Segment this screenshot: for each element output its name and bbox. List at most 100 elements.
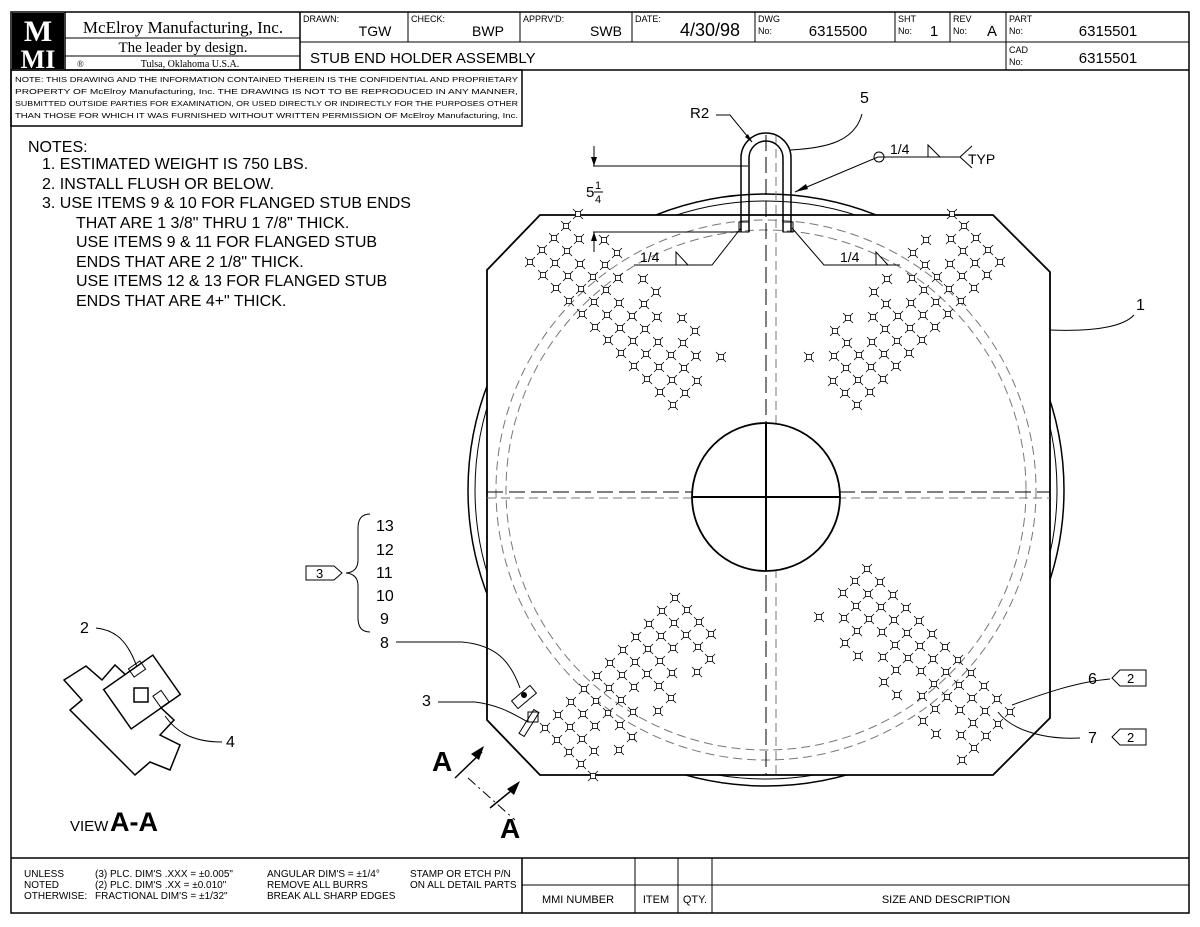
confidential-line-3: SUBMITTED OUTSIDE PARTIES FOR EXAMINATIO… xyxy=(15,99,518,108)
bolt-hole-mark xyxy=(968,282,980,294)
date-value: 4/30/98 xyxy=(680,20,740,40)
bolt-hole-mark xyxy=(944,258,956,270)
bolt-hole-mark xyxy=(578,683,590,695)
note-flag xyxy=(305,565,343,581)
bolt-hole-mark xyxy=(842,312,854,324)
bolt-hole-mark xyxy=(918,284,930,296)
dim-arrow-top xyxy=(591,157,597,166)
item-7-label: 7 xyxy=(1088,730,1097,747)
bolt-hole-mark xyxy=(666,374,678,386)
bolt-hole-mark xyxy=(919,259,931,271)
bolt-hole-mark xyxy=(888,614,900,626)
bolt-hole-mark xyxy=(681,604,693,616)
bolt-hole-mark xyxy=(931,271,943,283)
bolt-hole-mark xyxy=(945,233,957,245)
part-number: 6315501 xyxy=(1079,23,1137,40)
column-mmi-number: MMI NUMBER xyxy=(542,894,614,906)
bolt-hole-mark xyxy=(678,362,690,374)
radius-leader xyxy=(716,114,753,143)
dim-arrow-bottom xyxy=(591,232,597,241)
item-3-label: 3 xyxy=(422,693,431,710)
section-label-bottom: A xyxy=(500,813,520,844)
bolt-hole-mark xyxy=(887,589,899,601)
item-6-flag-number: 2 xyxy=(1127,671,1134,686)
items-brace xyxy=(345,513,371,633)
bolt-hole-mark xyxy=(965,667,977,679)
bolt-hole-mark xyxy=(852,374,864,386)
bolt-hole-mark xyxy=(881,273,893,285)
bolt-hole-mark xyxy=(655,630,667,642)
bolt-hole-mark xyxy=(652,705,664,717)
bolt-hole-mark xyxy=(890,360,902,372)
bolt-hole-mark xyxy=(603,682,615,694)
company-location: Tulsa, Oklahoma U.S.A. xyxy=(141,59,240,70)
part-no-label: No: xyxy=(1009,26,1023,36)
bolt-hole-mark xyxy=(628,360,640,372)
bolt-hole-mark xyxy=(577,708,589,720)
bolt-hole-mark xyxy=(564,721,576,733)
bolt-hole-mark xyxy=(630,631,642,643)
bolt-hole-mark xyxy=(549,257,561,269)
bolt-hole-mark xyxy=(565,696,577,708)
radius-arrowhead xyxy=(745,134,752,142)
dim-fraction-den: 4 xyxy=(595,194,601,206)
bolt-hole-mark xyxy=(929,321,941,333)
item-5-leader xyxy=(789,113,863,151)
break-edges-note: BREAK ALL SHARP EDGES xyxy=(267,891,396,902)
bolt-hole-mark xyxy=(942,308,954,320)
bolt-hole-mark xyxy=(851,625,863,637)
weld-typical-note: TYP xyxy=(968,151,995,167)
column-item: ITEM xyxy=(643,894,669,906)
bolt-hole-mark xyxy=(864,386,876,398)
weld-leader-left xyxy=(634,227,742,266)
section-upper-nub xyxy=(127,660,147,678)
assembly-plan-view xyxy=(467,132,1065,787)
item-4-label: 4 xyxy=(226,734,235,751)
bolt-hole-mark xyxy=(615,347,627,359)
dwg-number: 6315500 xyxy=(809,23,867,40)
item-7-leader xyxy=(997,711,1081,739)
bolt-hole-mark xyxy=(955,295,967,307)
bolt-hole-mark xyxy=(627,706,639,718)
item-2-leader xyxy=(95,627,139,671)
bolt-hole-mark xyxy=(853,349,865,361)
bolt-hole-mark xyxy=(591,670,603,682)
bolt-hole-mark xyxy=(891,335,903,347)
bolt-hole-mark xyxy=(878,348,890,360)
bolt-hole-mark xyxy=(643,618,655,630)
section-side-nub xyxy=(152,689,170,709)
bolt-hole-mark xyxy=(613,744,625,756)
bolt-hole-mark xyxy=(560,220,572,232)
drawn-label: DRAWN: xyxy=(303,14,339,24)
bolt-hole-mark xyxy=(930,296,942,308)
bolt-hole-mark xyxy=(875,601,887,613)
bolt-hole-mark xyxy=(813,611,825,623)
bolt-hole-mark xyxy=(953,679,965,691)
confidential-note-box xyxy=(10,69,523,127)
note-line-4: THAT ARE 1 3/8" THRU 1 7/8" THICK. xyxy=(76,215,349,232)
bolt-hole-mark xyxy=(874,576,886,588)
confidential-line-2: PROPERTY OF McElroy Manufacturing, Inc. … xyxy=(15,87,518,96)
bolt-hole-mark xyxy=(614,719,626,731)
section-view-a-a: 2 4 VIEW A-A xyxy=(62,620,235,837)
bolt-hole-mark xyxy=(956,754,968,766)
general-notes: NOTES: 1. ESTIMATED WEIGHT IS 750 LBS. 2… xyxy=(28,139,411,310)
note-line-6: ENDS THAT ARE 2 1/8" THICK. xyxy=(76,254,304,271)
bolt-hole-mark xyxy=(992,718,1004,730)
title-block: M MI McElroy Manufacturing, Inc. The lea… xyxy=(10,12,1189,127)
bolt-hole-mark xyxy=(705,628,717,640)
bolt-hole-mark xyxy=(612,272,624,284)
registered-mark: ® xyxy=(77,59,84,69)
item-7-flag-number: 2 xyxy=(1127,730,1134,745)
tolerance-3-place: (3) PLC. DIM'S .XXX = ±0.005" xyxy=(95,869,233,880)
weld-size-top: 1/4 xyxy=(890,141,910,157)
bolt-hole-mark xyxy=(970,232,982,244)
dwg-no-label: No: xyxy=(758,26,772,36)
bolt-hole-mark xyxy=(917,309,929,321)
section-clamp-block xyxy=(102,654,182,730)
bolt-hole-mark xyxy=(627,335,639,347)
bolt-hole-mark xyxy=(946,208,958,220)
note-flag-number: 3 xyxy=(316,566,323,581)
bolt-hole-mark xyxy=(926,628,938,640)
